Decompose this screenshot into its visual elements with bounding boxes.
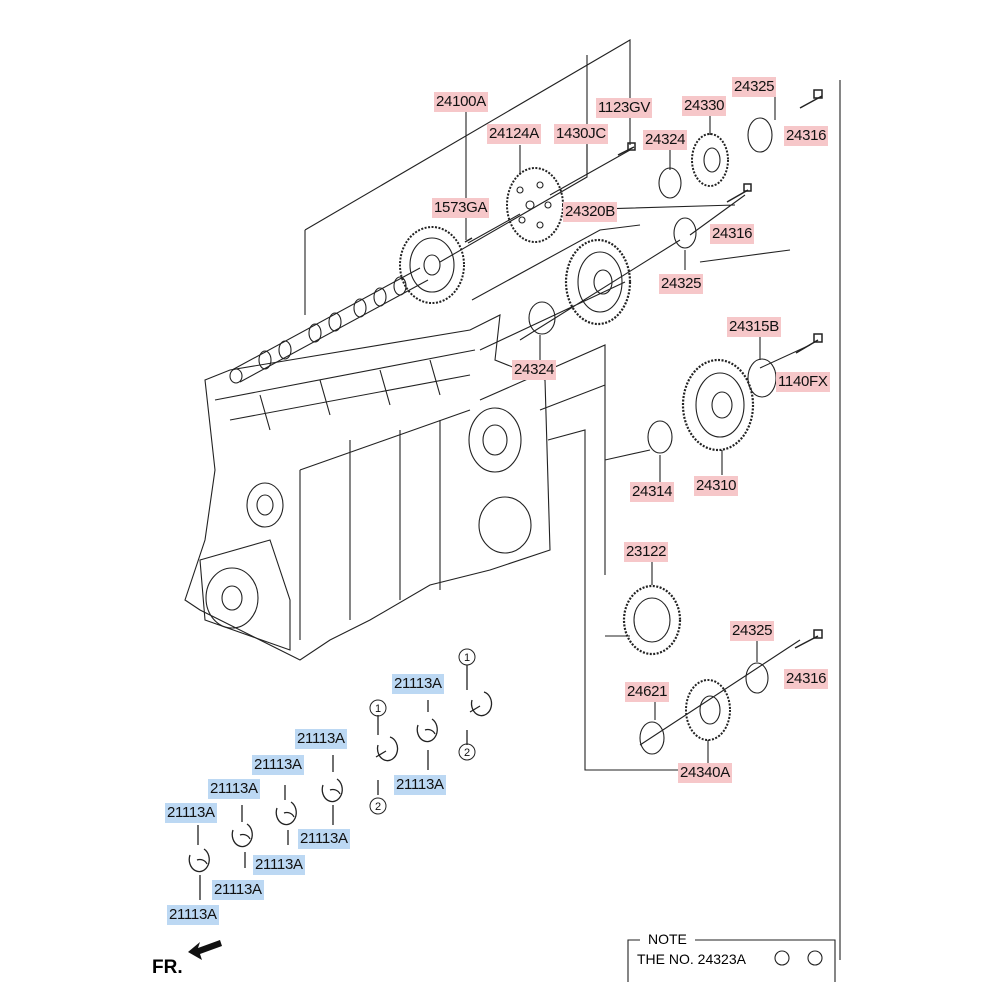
camshaft xyxy=(229,267,429,384)
label-1430JC: 1430JC xyxy=(554,124,608,144)
label-24316-low: 24316 xyxy=(784,669,829,689)
leader-lines-lower xyxy=(479,344,690,771)
bearing-label: 21113A xyxy=(394,775,446,795)
bolts xyxy=(464,89,823,649)
note-title: NOTE xyxy=(646,931,689,947)
label-23122: 23122 xyxy=(624,542,669,562)
bearing-shells xyxy=(188,665,493,900)
label-24621: 24621 xyxy=(625,682,670,702)
leader-bolts xyxy=(549,149,811,746)
label-24325-top: 24325 xyxy=(732,77,777,97)
note-text: THE NO. 24323A xyxy=(637,951,746,967)
label-1573GA: 1573GA xyxy=(432,198,490,218)
washer-24324-top xyxy=(658,167,682,199)
washer-24325-mid xyxy=(673,217,697,249)
label-24314: 24314 xyxy=(630,482,675,502)
label-24324-mid: 24324 xyxy=(512,360,557,380)
label-1140FX: 1140FX xyxy=(776,372,830,392)
gear-24310 xyxy=(681,358,755,452)
label-ticks xyxy=(465,95,776,765)
number-circles xyxy=(369,648,476,815)
gear-24340A xyxy=(685,679,731,741)
bearing-label: 21113A xyxy=(295,729,347,749)
callout-1a: 1 xyxy=(375,703,381,715)
label-24124A: 24124A xyxy=(487,124,541,144)
hub-24324 xyxy=(528,301,556,335)
bearing-label: 21113A xyxy=(165,803,217,823)
note-circle-2 xyxy=(807,950,823,966)
label-24325-mid: 24325 xyxy=(659,274,704,294)
engine-block xyxy=(184,314,551,661)
note-box xyxy=(627,939,836,982)
washer-24325-low xyxy=(745,662,769,694)
bearing-label: 21113A xyxy=(392,674,444,694)
plate-24315B xyxy=(747,358,777,398)
label-24316-mid: 24316 xyxy=(710,224,755,244)
front-marker: FR. xyxy=(152,957,183,978)
bearing-label: 21113A xyxy=(212,880,264,900)
label-24324-top: 24324 xyxy=(643,130,688,150)
gear-plate xyxy=(506,167,564,243)
gear-24330 xyxy=(691,133,729,187)
label-24100A: 24100A xyxy=(434,92,488,112)
hub-24314 xyxy=(647,420,673,454)
bearing-label: 21113A xyxy=(167,905,219,925)
hub-24621 xyxy=(639,721,665,755)
callout-2b: 2 xyxy=(464,747,470,759)
note-circle-1 xyxy=(774,950,790,966)
bearing-label: 21113A xyxy=(253,855,305,875)
label-24330: 24330 xyxy=(682,96,727,116)
label-24320B: 24320B xyxy=(563,202,617,222)
leader-lines-upper xyxy=(304,39,631,315)
label-24310: 24310 xyxy=(694,476,739,496)
leader-lines-mid xyxy=(471,224,681,351)
callout-2a: 2 xyxy=(375,801,381,813)
callout-1b: 1 xyxy=(464,652,470,664)
label-24316-top: 24316 xyxy=(784,126,829,146)
washer-24325-top xyxy=(747,117,773,153)
bearing-label: 21113A xyxy=(208,779,260,799)
gear-23122 xyxy=(622,584,682,656)
bearing-label: 21113A xyxy=(252,755,304,775)
cam-gear xyxy=(399,226,465,304)
idler-gear-24320B xyxy=(564,238,632,326)
label-24325-low: 24325 xyxy=(730,621,775,641)
label-24315B: 24315B xyxy=(727,317,781,337)
bearing-label: 21113A xyxy=(298,829,350,849)
label-24340A: 24340A xyxy=(678,763,732,783)
front-arrow-icon xyxy=(188,940,222,960)
label-1123GV: 1123GV xyxy=(596,98,653,118)
